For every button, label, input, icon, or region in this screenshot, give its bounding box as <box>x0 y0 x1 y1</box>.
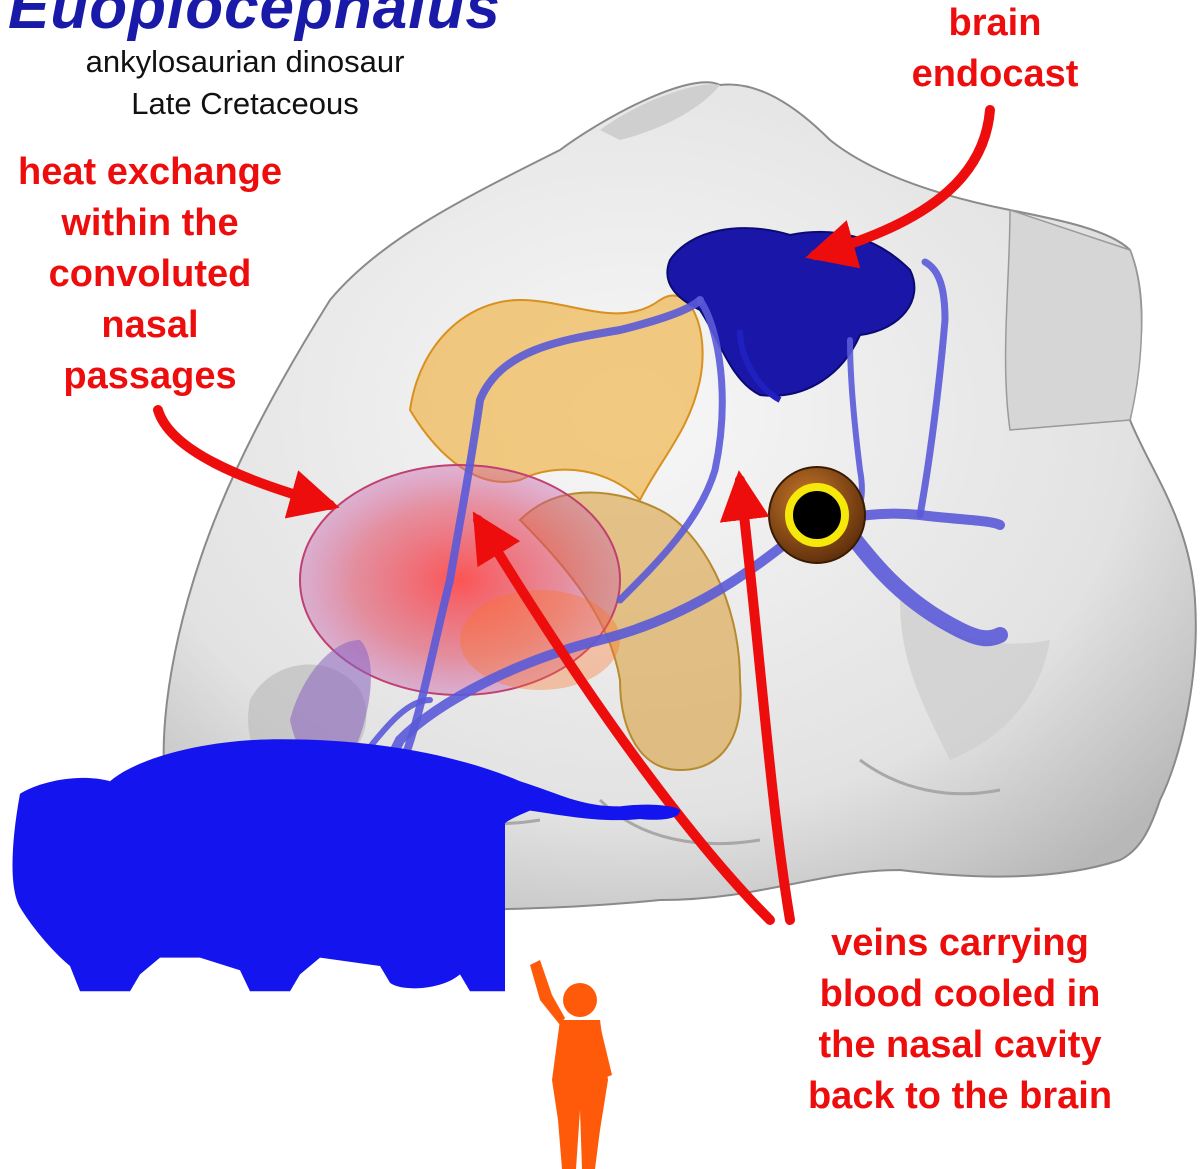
veins-label-line: the nasal cavity <box>780 1020 1140 1071</box>
nasal-label-line: passages <box>0 351 300 402</box>
nasal-label: heat exchange within the convoluted nasa… <box>0 147 300 402</box>
veins-label: veins carrying blood cooled in the nasal… <box>780 918 1140 1122</box>
subtitle-line: Late Cretaceous <box>10 86 480 122</box>
subtitle-line: ankylosaurian dinosaur <box>10 44 480 80</box>
brain-label-line: brain <box>880 0 1110 49</box>
nasal-label-line: within the <box>0 198 300 249</box>
brain-label: brain endocast <box>880 0 1110 100</box>
nasal-label-line: nasal <box>0 300 300 351</box>
diagram-title: Euoplocephalus <box>8 0 501 43</box>
veins-label-line: back to the brain <box>780 1071 1140 1122</box>
nasal-label-line: heat exchange <box>0 147 300 198</box>
human-silhouette <box>530 960 612 1169</box>
eye <box>769 467 865 563</box>
nasal-label-line: convoluted <box>0 249 300 300</box>
brain-label-line: endocast <box>880 49 1110 100</box>
veins-label-line: veins carrying <box>780 918 1140 969</box>
veins-label-line: blood cooled in <box>780 969 1140 1020</box>
